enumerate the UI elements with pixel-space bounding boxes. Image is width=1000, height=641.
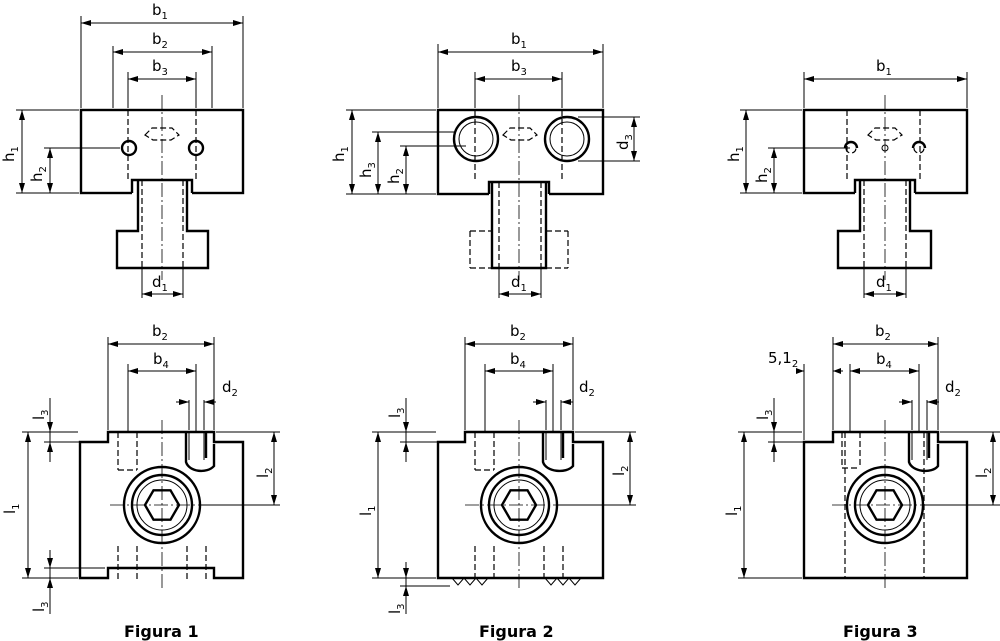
fig1-b2-label: b2 [152,30,168,51]
figure-2: b1 b3 h1 h3 h2 [330,30,640,641]
fig3-d1-label: d1 [876,273,892,294]
fig3-h2-label: h2 [753,167,774,183]
fig3-l2-label: l2 [973,467,994,478]
fig3-l1-label: l1 [723,505,744,516]
fig1-l2-label: l2 [254,467,275,478]
fig2-l1-label: l1 [357,505,378,516]
fig2-d3-label: d3 [614,134,635,150]
figure-1-plan-dimensions: b2 b4 d2 l1 l3 [1,322,280,614]
fig1-h1-label: h1 [0,146,21,162]
fig2-b2-plan-label: b2 [510,322,526,343]
figure-3-front-dimensions: b1 h1 h2 d1 [725,57,968,298]
fig2-l2-label: l2 [610,465,631,476]
fig3-d2-label: d2 [945,378,961,399]
fig1-d1-label: d1 [152,273,168,294]
fig2-b3-label: b3 [511,57,527,78]
fig1-l3-bottom-label: l3 [30,601,51,612]
fig2-b4-label: b4 [510,350,526,371]
figure-3: b1 h1 h2 d1 [723,57,1000,641]
fig3-offset-label: 5,12 [768,349,798,370]
fig1-l3-top-label: l3 [30,409,51,420]
fig3-b4-label: b4 [876,350,892,371]
figure-1-caption: Figura 1 [124,622,199,641]
fig2-l3-bottom-label: l3 [386,603,407,614]
figure-1-front-view [79,95,245,280]
fig1-h2-label: h2 [28,166,49,182]
figure-1: b1 b2 b3 h1 h2 [0,1,280,641]
fig2-h3-label: h3 [357,162,378,178]
fig1-d2-label: d2 [222,378,238,399]
figure-2-front-dimensions: b1 b3 h1 h3 h2 [330,30,640,298]
fig2-d1-label: d1 [511,273,527,294]
fig2-l3-top-label: l3 [386,407,407,418]
figure-2-caption: Figura 2 [479,622,554,641]
figure-3-caption: Figura 3 [843,622,918,641]
fig2-h1-label: h1 [330,146,351,162]
figure-3-front-view [802,95,969,280]
figure-1-front-dimensions: b1 b2 b3 h1 h2 [0,1,244,298]
figure-3-plan-dimensions: b2 b4 5,12 d2 l1 [723,322,1000,579]
fig3-b2-plan-label: b2 [875,322,891,343]
fig1-b2-plan-label: b2 [152,322,168,343]
fig2-h2-label: h2 [385,168,406,184]
fig2-d2-label: d2 [579,378,595,399]
fig1-l1-label: l1 [1,503,22,514]
fig1-b1-label: b1 [152,1,168,22]
fig2-b1-label: b1 [511,30,527,51]
figure-2-plan-dimensions: b2 b4 d2 l1 l3 [357,322,636,614]
fig3-l3-label: l3 [754,409,775,420]
figure-1-plan-view [78,420,245,590]
fig1-b4-label: b4 [153,350,169,371]
figure-2-front-view [436,95,605,280]
fig3-h1-label: h1 [725,146,746,162]
fig1-b3-label: b3 [152,57,168,78]
fig3-b1-label: b1 [876,57,892,78]
